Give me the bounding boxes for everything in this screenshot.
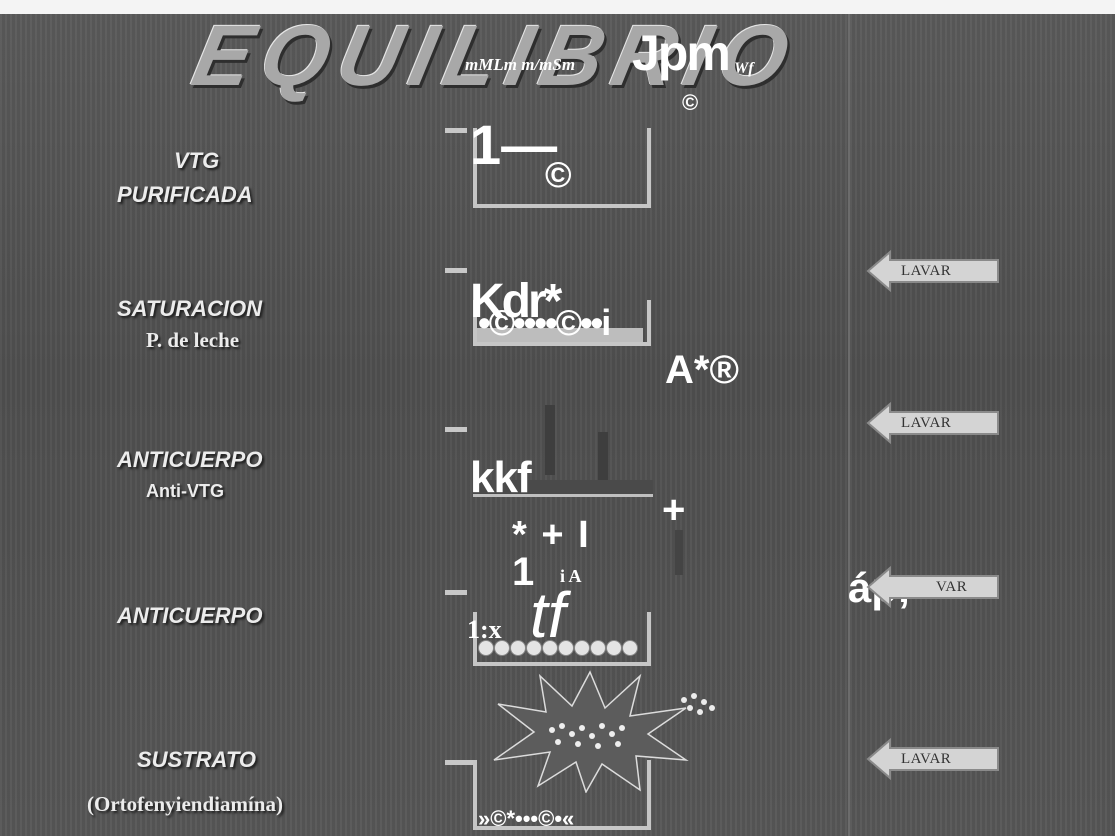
- lavar-button[interactable]: VAR: [866, 566, 1001, 608]
- bead-shape: [510, 640, 526, 656]
- level-marker: [445, 427, 467, 432]
- step5-title: SUSTRATO: [137, 747, 256, 772]
- lavar-label: LAVAR: [901, 415, 952, 431]
- bead-shape: [574, 640, 590, 656]
- antibody-shape: [598, 432, 608, 482]
- step4-ocr-italic: tf: [530, 579, 566, 651]
- coating-layer: [473, 480, 653, 497]
- lavar-button[interactable]: LAVAR: [866, 402, 1001, 444]
- lavar-button[interactable]: LAVAR: [866, 250, 1001, 292]
- step2-ocr-symbols: A*®: [665, 348, 739, 392]
- well-diagram: [473, 300, 651, 346]
- bead-shape: [590, 640, 606, 656]
- bead-shape: [526, 640, 542, 656]
- coating-layer: [477, 328, 643, 342]
- title-overlay-big: Jpm: [632, 25, 731, 81]
- bead-shape: [558, 640, 574, 656]
- lavar-label: LAVAR: [901, 263, 952, 279]
- well-diagram: [473, 128, 651, 208]
- step2-subtitle: P. de leche: [146, 328, 240, 352]
- step3-ocr-text: kkf: [470, 453, 532, 502]
- step5-subtitle: (Ortofenyiendiamína): [87, 792, 283, 816]
- step3-plus: +: [662, 488, 686, 532]
- well-diagram: [473, 760, 651, 830]
- level-marker: [445, 268, 467, 273]
- title-overlay-wf: Wf: [734, 60, 754, 77]
- bead-shape: [542, 640, 558, 656]
- antibody-shape: [675, 530, 683, 575]
- title-overlay-text: mMLm m/mSm: [465, 55, 576, 74]
- step3-ocr-symbols: * + I: [512, 514, 589, 556]
- level-marker: [445, 760, 475, 765]
- step3-title: ANTICUERPO: [117, 447, 263, 472]
- bead-shape: [622, 640, 638, 656]
- step3-subtitle: Anti-VTG: [146, 481, 224, 501]
- step4-title: ANTICUERPO: [117, 603, 263, 628]
- step2-title: SATURACION: [117, 296, 263, 321]
- lavar-label: LAVAR: [901, 751, 952, 767]
- lavar-label: VAR: [936, 579, 968, 595]
- reaction-burst: [493, 670, 689, 793]
- divider-line: [848, 14, 850, 836]
- level-marker: [445, 590, 467, 595]
- top-border: [0, 0, 1115, 14]
- step5-ocr-dots: »©*•••©•«: [478, 806, 575, 831]
- title-copy-symbol: ©: [682, 90, 699, 115]
- step3-ocr-small: i A: [560, 566, 582, 586]
- step2-ocr-dots: •©••••©••i: [478, 302, 611, 343]
- bead-shape: [494, 640, 510, 656]
- well-diagram: [473, 612, 651, 666]
- step4-ocr-text: 1:x: [467, 615, 502, 644]
- step2-ocr-text: Kdr*: [470, 275, 562, 328]
- step1-subtitle: PURIFICADA: [117, 182, 253, 207]
- level-marker: [445, 128, 467, 133]
- lavar-button[interactable]: LAVAR: [866, 738, 1001, 780]
- step3-ocr-one: 1: [512, 550, 535, 594]
- step1-copy-symbol: ©: [545, 154, 572, 195]
- bead-shape: [478, 640, 494, 656]
- step1-title: VTG: [174, 148, 220, 173]
- particle-cluster: [681, 693, 715, 715]
- step1-ocr-text: 1—: [470, 113, 558, 176]
- antibody-shape: [545, 405, 555, 475]
- bead-shape: [606, 640, 622, 656]
